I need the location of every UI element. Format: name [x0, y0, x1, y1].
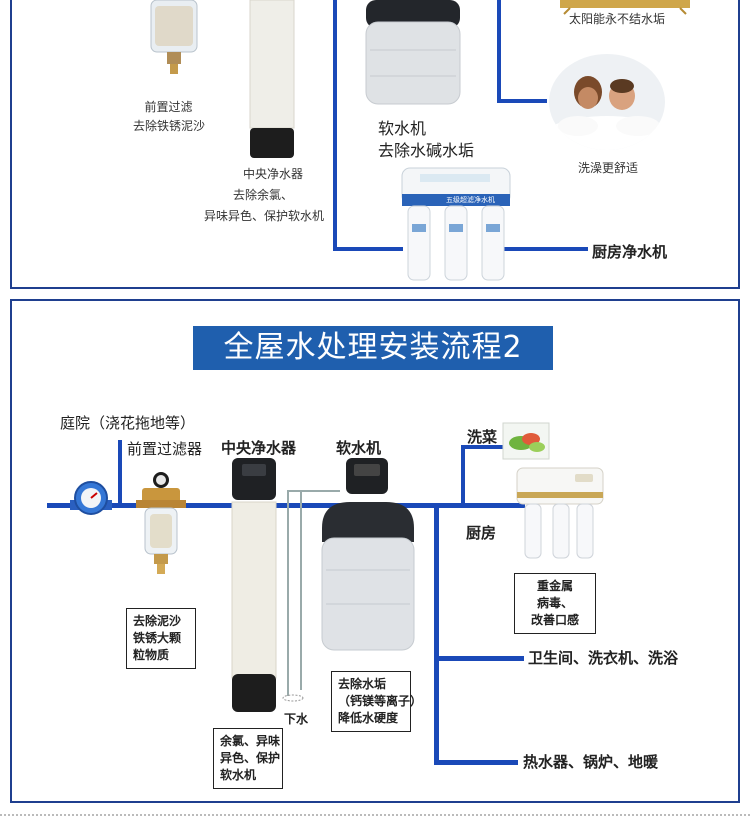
ro-desc-line1: 重金属 — [536, 579, 573, 593]
top-central-line3: 异味异色、保护软水机 — [203, 209, 324, 223]
wash-veg-pipe — [461, 445, 503, 449]
bottom-dotted-divider — [0, 814, 750, 816]
top-ro-unit-image: 五级超滤净水机 — [400, 167, 512, 286]
top-prefilter-image — [147, 0, 203, 74]
wash-veg-label: 洗菜 — [467, 428, 498, 446]
prefilter-desc-line2: 铁锈大颗 — [133, 631, 182, 645]
top-pipe-bottom-horizontal — [333, 247, 403, 251]
top-kitchen-label: 厨房净水机 — [592, 243, 668, 261]
softener-image — [320, 458, 416, 658]
ro-desc-line3: 改善口感 — [530, 613, 579, 627]
drain-label: 下水 — [284, 712, 309, 726]
softener-desc-line1: 去除水垢 — [338, 677, 387, 691]
water-meter-image — [70, 478, 112, 520]
main-pipe-horizontal — [47, 503, 525, 508]
softener-desc-line2: （钙镁等离子） — [338, 694, 423, 708]
drain-line-softener-right — [300, 490, 302, 690]
top-softener-line2: 去除水碱水垢 — [378, 141, 475, 160]
top-ro-unit-shape — [401, 167, 511, 281]
heater-pipe — [434, 760, 518, 765]
central-tank-image — [226, 458, 282, 714]
central-label: 中央净水器 — [221, 439, 297, 457]
bath-label: 洗澡更舒适 — [577, 161, 638, 175]
central-desc-line2: 异色、保护 — [220, 751, 281, 765]
ro-desc-line2: 病毒、 — [536, 596, 573, 610]
wash-veg-photo-shape — [502, 422, 550, 460]
kitchen-branch-pipe — [461, 447, 465, 507]
ro-unit-shape — [516, 467, 604, 559]
softener-label: 软水机 — [336, 439, 382, 457]
drain-line-softener — [300, 490, 340, 492]
top-prefilter-shape — [150, 0, 198, 74]
prefilter-desc-line1: 去除泥沙 — [133, 614, 182, 628]
heater-label: 热水器、锅炉、地暖 — [523, 753, 659, 771]
drain-line-top — [287, 490, 301, 492]
bath-photo-shape — [549, 54, 665, 150]
top-central-tank-image — [248, 0, 296, 160]
top-prefilter-line1: 前置过滤 — [144, 100, 193, 114]
central-description-box: 余氯、异味 异色、保护 软水机 — [213, 728, 283, 789]
drain-line-left — [287, 490, 289, 696]
top-pipe-right-horizontal — [497, 99, 547, 103]
bath-photo — [548, 52, 666, 152]
prefilter-label: 前置过滤器 — [127, 440, 203, 458]
top-pipe-center-vertical — [333, 0, 337, 250]
top-softener-shape — [365, 0, 461, 105]
solar-heater-image — [560, 0, 690, 15]
bottom-title: 全屋水处理安装流程2 — [193, 326, 553, 370]
prefilter-description-box: 去除泥沙 铁锈大颗 粒物质 — [126, 608, 196, 669]
kitchen-label: 厨房 — [466, 524, 497, 542]
distribution-vertical-pipe — [434, 503, 439, 765]
top-softener-image — [364, 0, 462, 108]
top-central-line1: 中央净水器 — [242, 167, 303, 181]
top-central-tank-shape — [249, 0, 295, 158]
top-softener-line1: 软水机 — [378, 119, 427, 138]
solar-heater-shape — [560, 0, 690, 15]
top-central-line2: 去除余氯、 — [232, 188, 293, 202]
prefilter-desc-line3: 粒物质 — [133, 648, 170, 662]
softener-desc-line3: 降低水硬度 — [338, 711, 399, 725]
top-prefilter-line2: 去除铁锈泥沙 — [132, 119, 205, 133]
bath-laundry-label: 卫生间、洗衣机、洗浴 — [528, 649, 679, 667]
softener-description-box: 去除水垢 （钙镁等离子） 降低水硬度 — [331, 671, 423, 732]
yard-label: 庭院（浇花拖地等） — [60, 414, 196, 432]
top-pipe-right-vertical — [497, 0, 501, 102]
prefilter-shape — [136, 472, 186, 574]
drain-coil — [282, 694, 304, 702]
softener-shape — [321, 458, 415, 651]
top-pipe-kitchen — [500, 247, 588, 251]
drain-coil-shape — [282, 694, 304, 702]
ro-unit-image — [515, 467, 605, 562]
top-ro-brand: 五级超滤净水机 — [446, 196, 495, 204]
ro-description-box: 重金属 病毒、 改善口感 — [514, 573, 596, 634]
central-desc-line1: 余氯、异味 — [220, 734, 281, 748]
water-meter-shape — [70, 481, 112, 515]
prefilter-image — [136, 472, 186, 576]
bath-laundry-pipe — [434, 656, 524, 661]
yard-branch-pipe — [118, 440, 122, 506]
central-tank-shape — [231, 458, 277, 712]
central-desc-line3: 软水机 — [220, 768, 257, 782]
solar-label: 太阳能永不结水垢 — [568, 12, 665, 26]
wash-veg-photo — [502, 422, 550, 460]
